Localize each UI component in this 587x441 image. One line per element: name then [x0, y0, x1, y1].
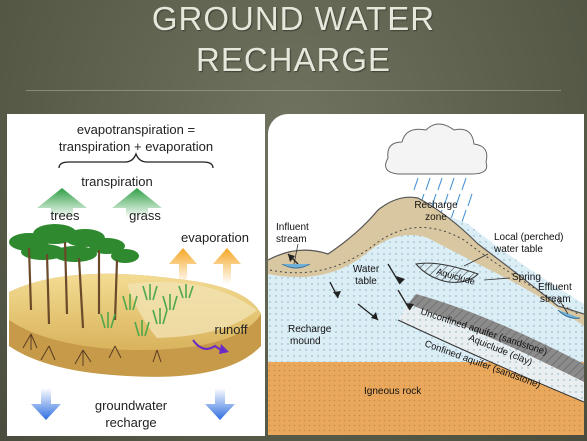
groundwater-arrow-right: [205, 388, 235, 420]
label-effluent-2: stream: [540, 294, 571, 305]
perched-aquiclude: [415, 262, 479, 283]
runoff-arrowhead: [219, 344, 229, 354]
slide-title-line1: GROUND WATER: [151, 0, 436, 37]
roots: [22, 333, 162, 366]
label-grass: grass: [129, 208, 161, 223]
runoff-arrow: [192, 339, 222, 351]
label-recharge-mound-2: mound: [290, 336, 321, 347]
label-water-table-1: Water: [353, 264, 380, 275]
grass-tufts: [100, 284, 194, 337]
title-divider: [26, 90, 561, 91]
evaporation-arrow-right: [213, 248, 241, 284]
water-table-line: [269, 227, 579, 315]
label-influent-2: stream: [276, 234, 307, 245]
influent-stream: [281, 263, 311, 269]
leader-lines: [293, 243, 569, 315]
slide-title-line2: RECHARGE: [195, 41, 392, 78]
label-transpiration: transpiration: [81, 174, 153, 189]
brace: [58, 152, 214, 169]
label-influent-1: Influent: [276, 222, 309, 233]
label-recharge-zone-1: Recharge: [414, 200, 458, 211]
label-water-table-2: table: [355, 276, 377, 287]
cloud-icon: [385, 123, 488, 175]
label-recharge-zone-2: zone: [425, 212, 447, 223]
label-groundwater: groundwater: [95, 398, 168, 413]
label-effluent-1: Effluent: [538, 282, 572, 293]
heading-formula: transpiration + evaporation: [59, 139, 213, 154]
transpiration-arrow-grass: [112, 188, 162, 218]
tree-trunks: [27, 241, 119, 329]
tree-group: [9, 224, 139, 263]
label-igneous-rock: Igneous rock: [364, 386, 422, 397]
label-recharge-mound-1: Recharge: [288, 324, 332, 335]
ground-surface-line: [268, 196, 584, 315]
evapotranspiration-diagram: evapotranspiration = transpiration + eva…: [7, 114, 265, 436]
label-evaporation: evaporation: [181, 230, 249, 245]
label-local-perched-2: water table: [493, 244, 543, 255]
label-runoff: runoff: [214, 322, 247, 337]
label-local-perched-1: Local (perched): [494, 232, 563, 243]
effluent-stream: [557, 309, 581, 319]
groundwater-arrow-left: [31, 388, 61, 420]
unsaturated-zone: [268, 197, 584, 326]
label-spring: Spring: [512, 272, 541, 283]
transpiration-arrow-trees: [37, 188, 87, 218]
label-recharge: recharge: [105, 415, 156, 430]
aquifer-cross-section: Recharge zone Influent stream Local (per…: [268, 114, 584, 435]
label-trees: trees: [51, 208, 80, 223]
evaporation-arrow-left: [169, 248, 197, 284]
heading-evapotranspiration: evapotranspiration =: [77, 122, 195, 137]
